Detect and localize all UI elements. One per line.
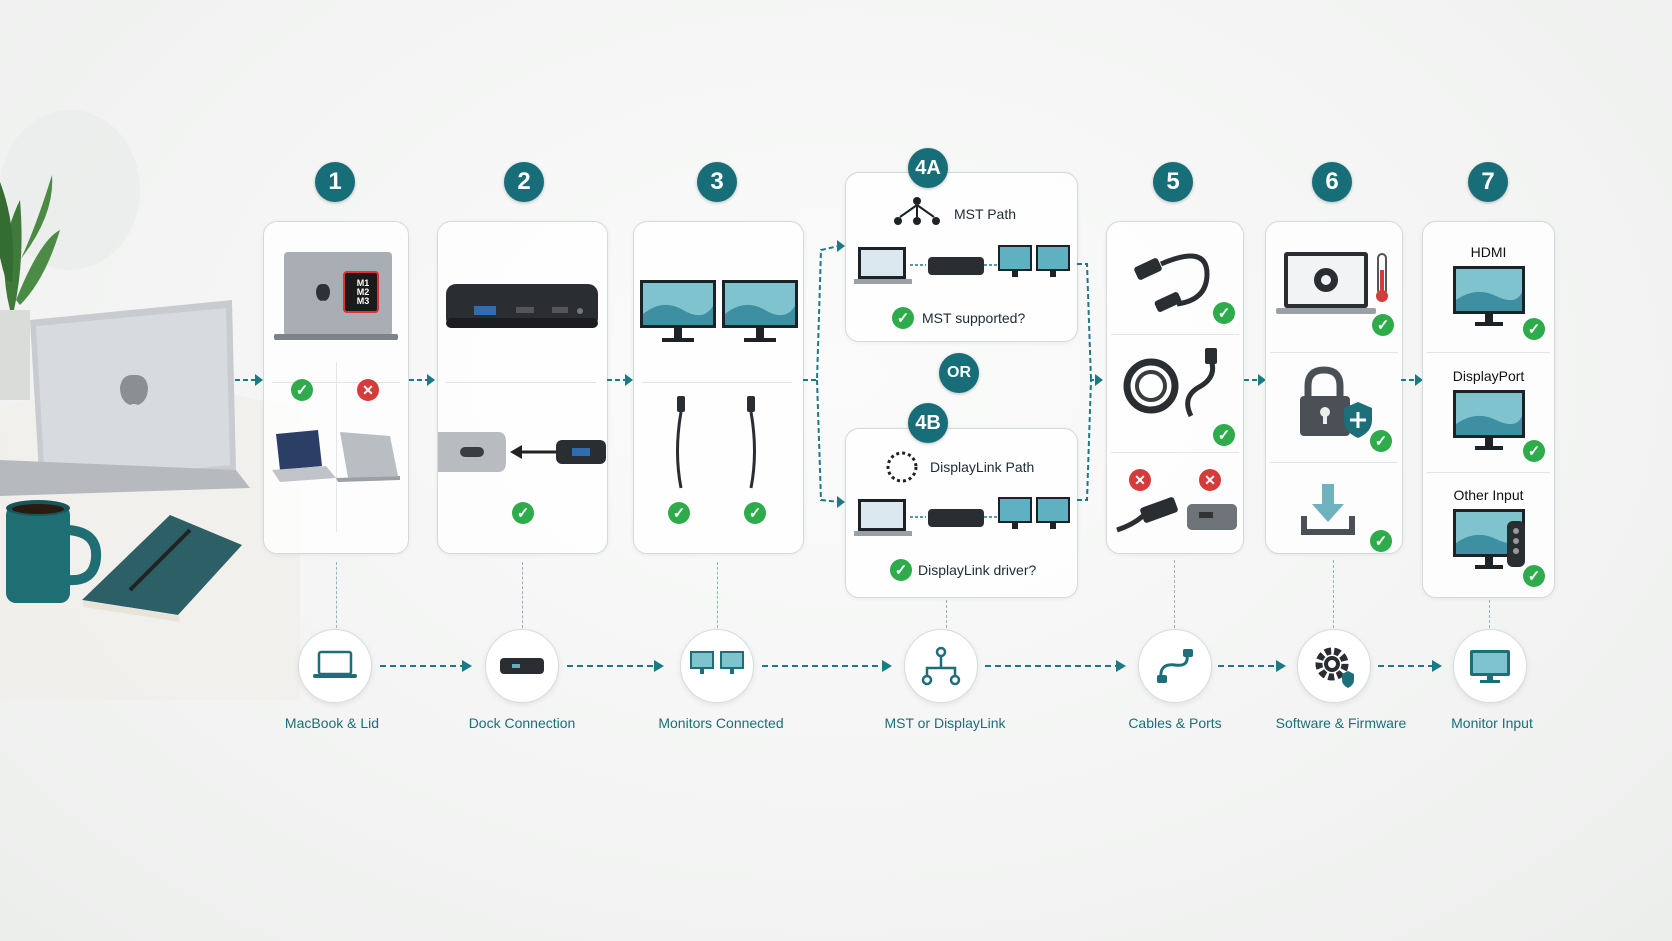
software-firmware-node bbox=[1297, 629, 1371, 703]
arrow-icon bbox=[1244, 374, 1266, 386]
arrow-icon bbox=[409, 374, 435, 386]
arrow-icon bbox=[607, 374, 633, 386]
cables-ports-node bbox=[1138, 629, 1212, 703]
step-6-card: ✓ ✓ ✓ bbox=[1265, 221, 1403, 554]
laptop-lid-icons bbox=[272, 430, 400, 482]
bottom-label-cables-ports: Cables & Ports bbox=[1128, 715, 1222, 731]
bottom-label-monitor-input: Monitor Input bbox=[1451, 715, 1533, 731]
check-icon: ✓ bbox=[744, 502, 766, 524]
mug-icon bbox=[6, 500, 102, 603]
step-2-badge: 2 bbox=[504, 162, 544, 202]
check-icon: ✓ bbox=[291, 379, 313, 401]
network-icon bbox=[921, 646, 961, 686]
mst-path-title: MST Path bbox=[954, 206, 1016, 222]
step-5-badge: 5 bbox=[1153, 162, 1193, 202]
step-7-card: HDMI ✓ DisplayPort ✓ Other Input ✓ bbox=[1422, 221, 1555, 598]
cross-icon: ✕ bbox=[1199, 469, 1221, 491]
dual-monitor-icon bbox=[640, 280, 798, 342]
cable-icon bbox=[676, 396, 756, 489]
displaylink-driver-label: DisplayLink driver? bbox=[918, 562, 1037, 578]
step-3-card: ✓ ✓ bbox=[633, 221, 804, 554]
coiled-cable-icon bbox=[1123, 348, 1217, 418]
check-icon: ✓ bbox=[890, 559, 912, 581]
usb-c-port-icon bbox=[438, 432, 606, 472]
check-icon: ✓ bbox=[512, 502, 534, 524]
displaylink-path-card: DisplayLink Path ✓ DisplayLink driver? bbox=[845, 428, 1078, 598]
bottom-label-dock-connection: Dock Connection bbox=[468, 715, 576, 731]
branch-connector bbox=[803, 240, 845, 508]
monitor-input-node bbox=[1453, 629, 1527, 703]
bottom-flow-arrows bbox=[380, 660, 1442, 672]
check-icon: ✓ bbox=[1213, 302, 1235, 324]
bad-adapter-icon bbox=[1116, 497, 1237, 533]
mst-supported-label: MST supported? bbox=[922, 310, 1026, 326]
step-4b-badge: 4B bbox=[908, 403, 948, 443]
bottom-label-macbook-lid: MacBook & Lid bbox=[284, 715, 380, 731]
check-icon: ✓ bbox=[1213, 424, 1235, 446]
macbook-lid-node bbox=[298, 629, 372, 703]
cross-icon: ✕ bbox=[1129, 469, 1151, 491]
bottom-label-mst-displaylink: MST or DisplayLink bbox=[884, 715, 1006, 731]
check-icon: ✓ bbox=[1523, 565, 1545, 587]
other-input-label: Other Input bbox=[1453, 487, 1524, 503]
dock-icon bbox=[500, 658, 544, 674]
step-4a-badge: 4A bbox=[908, 148, 948, 188]
displaylink-chain-icon bbox=[854, 497, 1070, 536]
step-3-badge: 3 bbox=[697, 162, 737, 202]
mst-chain-icon bbox=[854, 245, 1070, 284]
gear-icon bbox=[1315, 647, 1354, 688]
monitor-icon bbox=[1470, 650, 1510, 683]
step-1-badge: 1 bbox=[315, 162, 355, 202]
step-5-card: ✓ ✓ ✕ ✕ bbox=[1106, 221, 1244, 554]
dock-icon bbox=[446, 284, 598, 328]
arrow-icon bbox=[1401, 374, 1423, 386]
mst-displaylink-node bbox=[904, 629, 978, 703]
notebook-icon bbox=[82, 515, 242, 622]
check-icon: ✓ bbox=[1523, 318, 1545, 340]
displayport-label: DisplayPort bbox=[1452, 368, 1525, 384]
monitors-connected-node bbox=[680, 629, 754, 703]
download-icon bbox=[1301, 484, 1355, 535]
cross-icon: ✕ bbox=[357, 379, 379, 401]
dock-connection-node bbox=[485, 629, 559, 703]
network-icon bbox=[894, 197, 940, 225]
mst-path-card: MST Path ✓ MST supported? bbox=[845, 172, 1078, 342]
laptop-icon bbox=[313, 650, 357, 678]
cable-icon bbox=[1157, 649, 1193, 683]
or-badge: OR bbox=[939, 353, 979, 393]
check-icon: ✓ bbox=[668, 502, 690, 524]
check-icon: ✓ bbox=[1523, 440, 1545, 462]
hdmi-label: HDMI bbox=[1470, 244, 1507, 260]
laptop-icon bbox=[0, 300, 250, 496]
plant-icon bbox=[0, 175, 60, 400]
desk-scene bbox=[0, 110, 300, 700]
step-6-badge: 6 bbox=[1312, 162, 1352, 202]
entry-arrow bbox=[235, 374, 263, 386]
usb-cable-icon bbox=[1134, 253, 1210, 312]
step-2-card: ✓ bbox=[437, 221, 608, 554]
monitor-icon bbox=[1453, 390, 1525, 450]
check-icon: ✓ bbox=[892, 307, 914, 329]
monitor-remote-icon bbox=[1453, 509, 1525, 569]
lock-shield-icon bbox=[1300, 366, 1372, 438]
check-icon: ✓ bbox=[1372, 314, 1394, 336]
check-icon: ✓ bbox=[1370, 530, 1392, 552]
macbook-chip-icon bbox=[274, 252, 398, 340]
check-icon: ✓ bbox=[1370, 430, 1392, 452]
bottom-label-monitors-connected: Monitors Connected bbox=[658, 715, 784, 731]
displaylink-path-title: DisplayLink Path bbox=[930, 459, 1035, 475]
step-7-badge: 7 bbox=[1468, 162, 1508, 202]
dual-monitor-icon bbox=[690, 651, 744, 674]
bottom-label-software-firmware: Software & Firmware bbox=[1275, 715, 1407, 731]
monitor-icon bbox=[1453, 266, 1525, 326]
settings-laptop-icon bbox=[1276, 252, 1388, 314]
displaylink-icon bbox=[886, 451, 918, 483]
merge-connector bbox=[1077, 263, 1103, 501]
